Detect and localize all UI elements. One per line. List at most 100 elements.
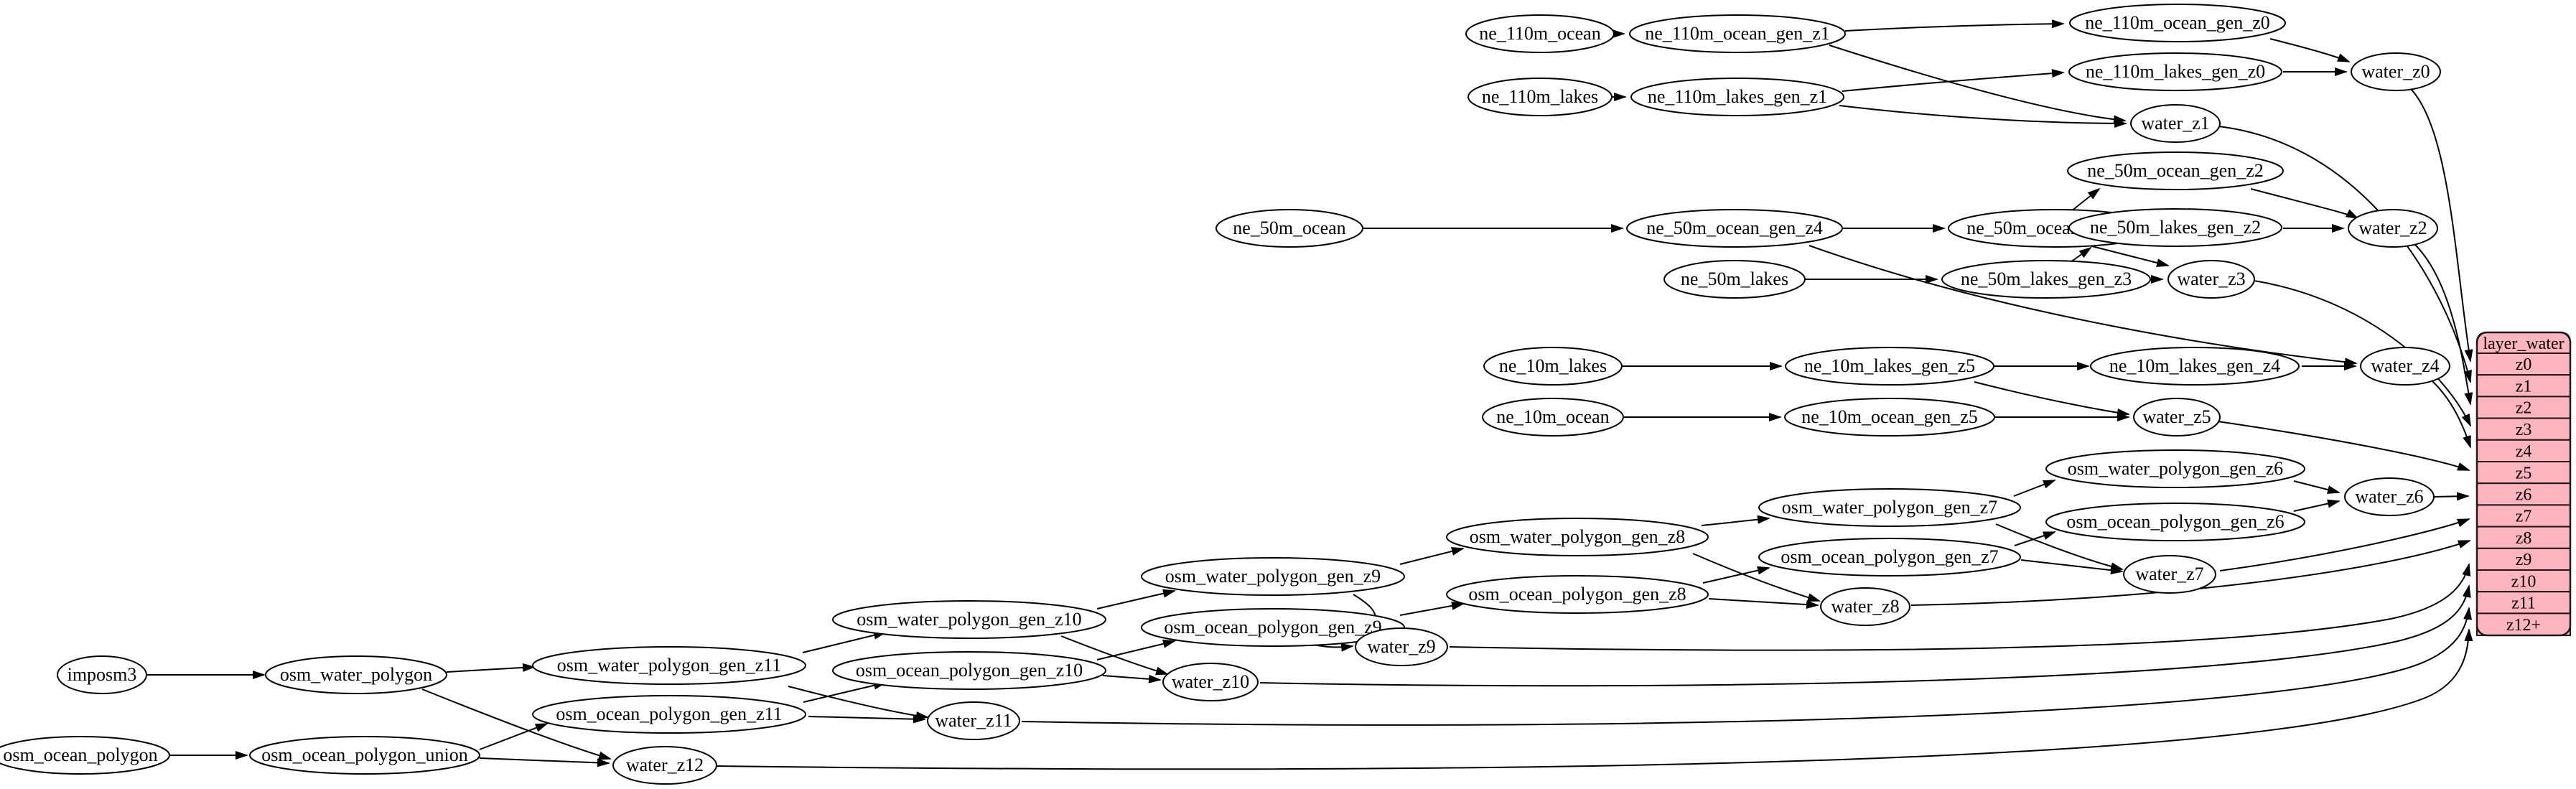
edge-water_z11-z11 <box>1021 607 2473 726</box>
node-osm_water_polygon_gen_z7: osm_water_polygon_gen_z7 <box>1758 488 2021 527</box>
edge-osm_ocean_polygon_gen_z11-osm_ocean_polygon_gen_z10 <box>803 681 887 703</box>
node-ne_110m_lakes_gen_z0: ne_110m_lakes_gen_z0 <box>2068 52 2282 91</box>
svg-text:ne_50m_lakes_gen_z3: ne_50m_lakes_gen_z3 <box>1961 269 2132 289</box>
node-water_z11: water_z11 <box>927 701 1020 740</box>
edge-water_z12-z12plus <box>717 628 2473 770</box>
edge-ne_110m_lakes_gen_z1-ne_110m_lakes_gen_z0 <box>1842 69 2065 92</box>
svg-text:ne_10m_lakes_gen_z5: ne_10m_lakes_gen_z5 <box>1804 355 1975 376</box>
node-osm_ocean_polygon: osm_ocean_polygon <box>0 736 170 775</box>
svg-text:ne_50m_ocean_gen_z2: ne_50m_ocean_gen_z2 <box>2087 160 2263 181</box>
edge-osm_water_polygon_gen_z7-osm_water_polygon_gen_z6 <box>2013 480 2056 497</box>
svg-text:osm_ocean_polygon_gen_z7: osm_ocean_polygon_gen_z7 <box>1781 546 1998 567</box>
node-osm_ocean_polygon_gen_z7: osm_ocean_polygon_gen_z7 <box>1758 538 2021 576</box>
edge-osm_ocean_polygon_union-osm_ocean_polygon_gen_z11 <box>479 723 549 750</box>
node-imposm3: imposm3 <box>57 655 147 694</box>
node-ne_50m_lakes_gen_z3: ne_50m_lakes_gen_z3 <box>1941 260 2151 299</box>
svg-text:osm_ocean_polygon_gen_z10: osm_ocean_polygon_gen_z10 <box>856 660 1083 681</box>
svg-text:water_z6: water_z6 <box>2355 486 2423 507</box>
edge-osm_ocean_polygon_gen_z11-water_z11 <box>808 714 926 724</box>
svg-text:osm_water_polygon_gen_z10: osm_water_polygon_gen_z10 <box>857 609 1081 630</box>
edge-osm_water_polygon_gen_z8-water_z8 <box>1692 553 1821 602</box>
table-row-z5: z5 <box>2516 464 2532 482</box>
edge-osm_water_polygon-water_z12 <box>421 688 612 760</box>
edge-water_z5-z5 <box>2217 421 2470 471</box>
node-water_z10: water_z10 <box>1162 663 1259 701</box>
node-water_z3: water_z3 <box>2167 260 2255 299</box>
edge-osm_ocean_polygon_gen_z8-osm_ocean_polygon_gen_z7 <box>1702 566 1770 584</box>
edge-ne_110m_lakes_gen_z1-water_z1 <box>1839 105 2127 128</box>
table-row-z2: z2 <box>2516 399 2532 418</box>
edge-osm_ocean_polygon_gen_z9-osm_ocean_polygon_gen_z8 <box>1399 601 1465 616</box>
edge-osm_water_polygon_gen_z9-osm_water_polygon_gen_z8 <box>1399 547 1465 565</box>
node-ne_10m_lakes: ne_10m_lakes <box>1483 347 1623 386</box>
node-ne_110m_lakes_gen_z1: ne_110m_lakes_gen_z1 <box>1630 78 1844 116</box>
edges <box>145 19 2473 770</box>
node-water_z5: water_z5 <box>2133 398 2221 436</box>
node-osm_water_polygon: osm_water_polygon <box>265 655 447 694</box>
node-osm_water_polygon_gen_z11: osm_water_polygon_gen_z11 <box>532 646 806 685</box>
edge-water_z4-z4 <box>2432 381 2471 449</box>
svg-text:osm_water_polygon_gen_z9: osm_water_polygon_gen_z9 <box>1165 566 1381 587</box>
svg-text:water_z11: water_z11 <box>935 710 1012 731</box>
table-row-z6: z6 <box>2516 486 2532 505</box>
svg-text:water_z2: water_z2 <box>2358 218 2427 238</box>
edge-water_z7-z7 <box>2219 518 2470 571</box>
table-row-z7: z7 <box>2516 508 2532 526</box>
node-water_z1: water_z1 <box>2130 104 2221 143</box>
edge-water_z9-z9 <box>1449 563 2471 651</box>
table-row-z1: z1 <box>2516 378 2532 396</box>
nodes: ne_110m_ocean ne_110m_ocean_gen_z1 ne_11… <box>0 4 2450 785</box>
edge-water_z8-z8 <box>1910 540 2471 606</box>
svg-text:water_z7: water_z7 <box>2135 564 2203 584</box>
table-row-z3: z3 <box>2516 421 2532 439</box>
svg-text:ne_10m_lakes: ne_10m_lakes <box>1499 355 1607 376</box>
svg-text:ne_50m_ocean: ne_50m_ocean <box>1233 218 1345 238</box>
svg-text:ne_110m_lakes_gen_z0: ne_110m_lakes_gen_z0 <box>2086 61 2265 82</box>
edge-water_z3-z3 <box>2254 280 2471 427</box>
svg-text:ne_50m_lakes_gen_z2: ne_50m_lakes_gen_z2 <box>2090 217 2261 238</box>
node-osm_ocean_polygon_gen_z9: osm_ocean_polygon_gen_z9 <box>1141 608 1405 647</box>
table-row-z4: z4 <box>2516 442 2532 461</box>
node-water_z7: water_z7 <box>2123 555 2216 594</box>
svg-text:water_z10: water_z10 <box>1172 671 1249 692</box>
edge-osm_ocean_polygon_union-water_z12 <box>479 757 610 767</box>
node-osm_ocean_polygon_union: osm_ocean_polygon_union <box>249 736 480 775</box>
svg-text:osm_ocean_polygon: osm_ocean_polygon <box>3 744 157 765</box>
svg-text:water_z8: water_z8 <box>1831 596 1899 617</box>
node-ne_50m_ocean_gen_z2: ne_50m_ocean_gen_z2 <box>2067 151 2284 190</box>
edge-ne_50m_ocean_gen_z4-water_z4 <box>1809 245 2358 367</box>
svg-text:water_z3: water_z3 <box>2177 269 2245 289</box>
svg-text:osm_water_polygon_gen_z11: osm_water_polygon_gen_z11 <box>557 655 781 676</box>
svg-text:osm_ocean_polygon_gen_z11: osm_ocean_polygon_gen_z11 <box>556 704 782 724</box>
svg-text:water_z5: water_z5 <box>2142 406 2211 427</box>
svg-text:osm_ocean_polygon_union: osm_ocean_polygon_union <box>261 744 467 765</box>
edge-osm_water_polygon_gen_z6-water_z6 <box>2293 480 2341 494</box>
edge-osm_water_polygon_gen_z8-osm_water_polygon_gen_z7 <box>1701 515 1770 526</box>
edge-water_z6-z6 <box>2433 492 2470 501</box>
svg-text:ne_10m_ocean_gen_z5: ne_10m_ocean_gen_z5 <box>1801 406 1977 427</box>
table-row-z9: z9 <box>2516 551 2532 569</box>
svg-text:osm_ocean_polygon_gen_z9: osm_ocean_polygon_gen_z9 <box>1164 617 1381 638</box>
node-ne_110m_ocean: ne_110m_ocean <box>1465 14 1615 53</box>
node-osm_ocean_polygon_gen_z10: osm_ocean_polygon_gen_z10 <box>832 651 1106 690</box>
node-ne_10m_lakes_gen_z4: ne_10m_lakes_gen_z4 <box>2090 347 2300 386</box>
node-ne_110m_lakes: ne_110m_lakes <box>1467 78 1613 116</box>
edge-ne_50m_ocean_gen_z2-water_z2 <box>2250 188 2359 219</box>
svg-text:osm_water_polygon_gen_z6: osm_water_polygon_gen_z6 <box>2068 458 2283 479</box>
edge-osm_water_polygon_gen_z11-osm_water_polygon_gen_z10 <box>802 630 887 653</box>
edge-water_z0-z0 <box>2409 88 2473 363</box>
node-ne_110m_ocean_gen_z0: ne_110m_ocean_gen_z0 <box>2069 4 2286 42</box>
node-osm_water_polygon_gen_z10: osm_water_polygon_gen_z10 <box>832 600 1106 639</box>
edge-osm_ocean_polygon_gen_z7-water_z7 <box>2020 559 2124 575</box>
node-ne_50m_ocean: ne_50m_ocean <box>1215 209 1363 248</box>
table-border <box>2475 331 2572 637</box>
svg-text:osm_water_polygon_gen_z7: osm_water_polygon_gen_z7 <box>1782 497 1997 518</box>
table-row-z12plus: z12+ <box>2506 616 2541 635</box>
svg-text:osm_ocean_polygon_gen_z6: osm_ocean_polygon_gen_z6 <box>2066 511 2284 532</box>
table-row-z0: z0 <box>2516 355 2532 374</box>
node-ne_50m_lakes: ne_50m_lakes <box>1663 260 1806 299</box>
table-header: layer_water <box>2483 335 2564 353</box>
edge-osm_ocean_polygon_gen_z10-osm_ocean_polygon_gen_z9 <box>1096 639 1176 660</box>
edge-osm_water_polygon_gen_z11-water_z11 <box>788 686 929 720</box>
svg-text:water_z0: water_z0 <box>2361 61 2430 82</box>
